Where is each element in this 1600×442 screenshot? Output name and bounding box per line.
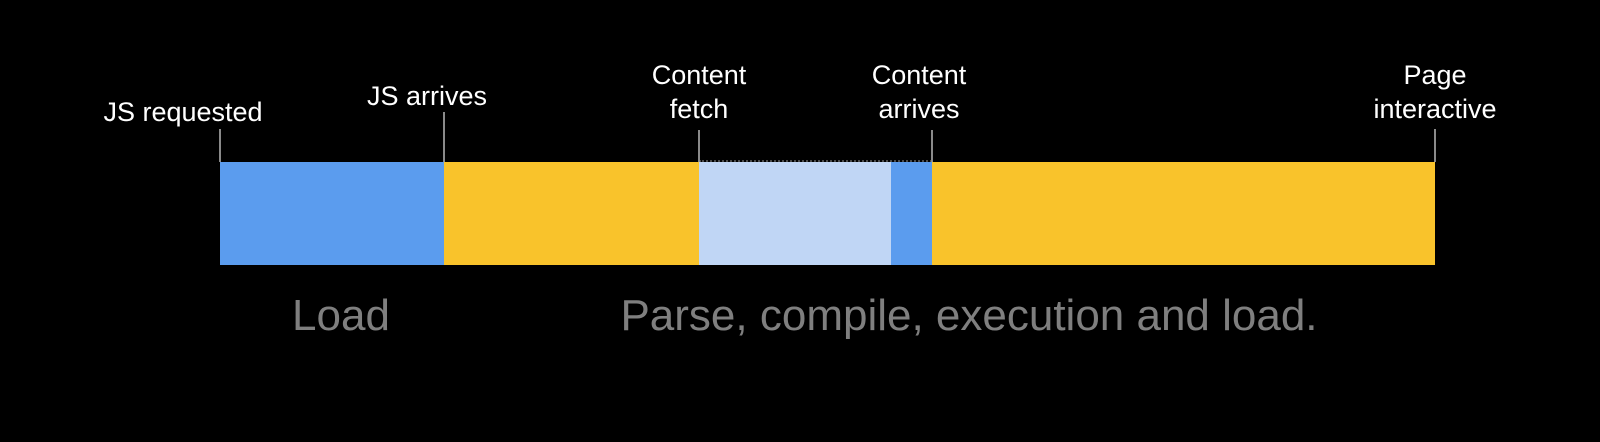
segment-content-arrive — [891, 162, 932, 265]
segment-parse-2 — [932, 162, 1435, 265]
timeline-bar — [220, 162, 1435, 265]
segment-parse-1 — [444, 162, 699, 265]
milestone-label-line: fetch — [669, 94, 729, 124]
milestone-label-line: Content — [651, 60, 747, 90]
milestone-tick — [931, 130, 933, 162]
milestone-label-line: JS requested — [103, 97, 263, 127]
milestone-tick — [698, 130, 700, 162]
milestone-label-content-fetch: Content fetch — [652, 58, 747, 126]
milestone-label-line: arrives — [878, 94, 960, 124]
milestone-label-js-requested: JS requested — [103, 95, 262, 129]
milestone-label-content-arrives: Content arrives — [872, 58, 967, 126]
phase-caption-parse: Parse, compile, execution and load. — [620, 291, 1318, 340]
milestone-label-line: JS arrives — [366, 81, 488, 111]
phase-caption-load: Load — [292, 291, 390, 340]
milestone-tick — [443, 112, 445, 162]
milestone-label-line: Content — [871, 60, 967, 90]
milestone-label-line: Page — [1403, 60, 1467, 90]
milestone-tick — [219, 129, 221, 162]
milestone-label-js-arrives: JS arrives — [367, 79, 487, 113]
milestone-label-line: interactive — [1373, 94, 1497, 124]
content-fetch-dotted-edge — [699, 160, 932, 162]
milestone-label-page-interactive: Page interactive — [1373, 58, 1496, 126]
segment-js-download — [220, 162, 444, 265]
segment-content-fetch — [699, 162, 891, 265]
milestone-tick — [1434, 129, 1436, 162]
